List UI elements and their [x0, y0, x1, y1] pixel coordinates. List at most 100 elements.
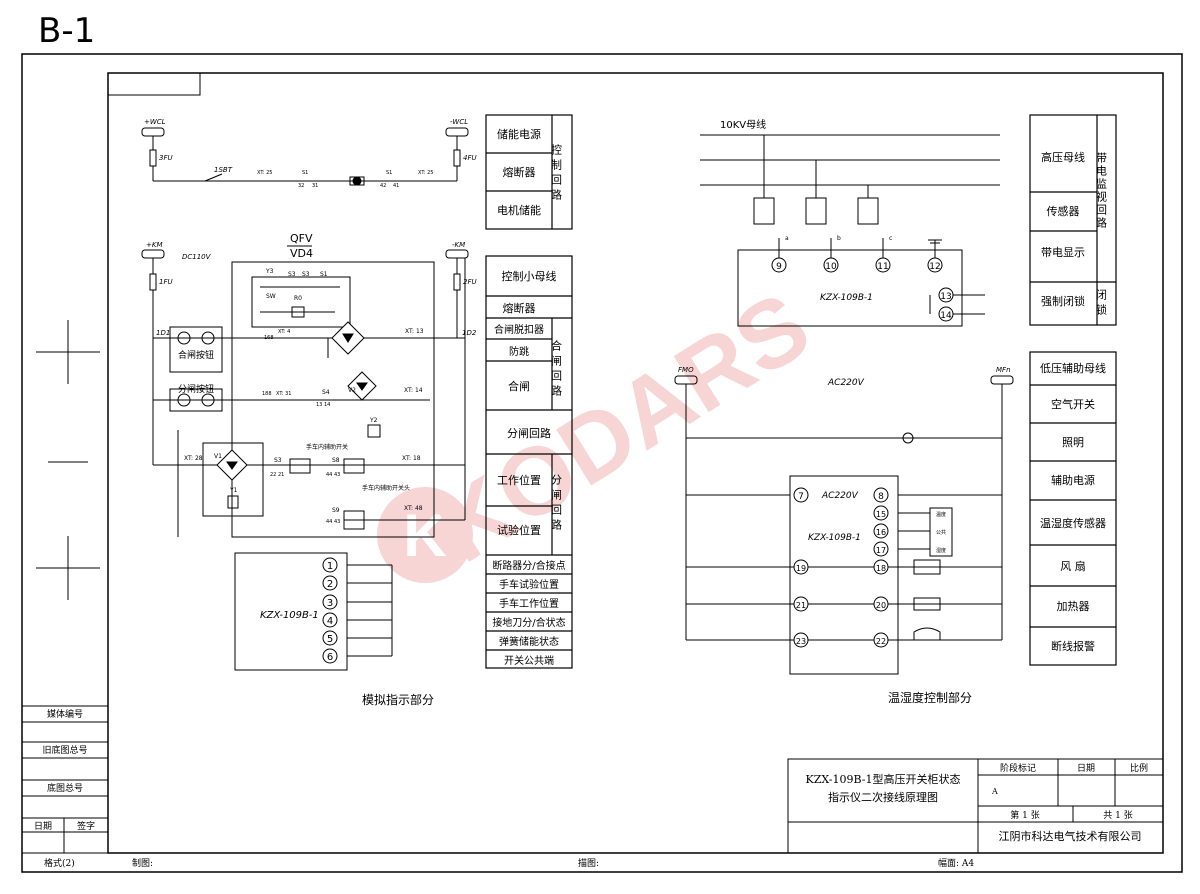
mt-fuse: 熔断器	[503, 301, 536, 315]
r0-label: R0	[294, 295, 302, 302]
terminal-2: 2	[327, 579, 333, 590]
scale-label: 比例	[1130, 762, 1148, 774]
aux-switch-label: 手车内辅助开关	[306, 443, 348, 451]
footer-format: 格式(2)	[44, 857, 75, 869]
mt-tail-1: 手车试验位置	[499, 578, 559, 591]
corner-box	[107, 72, 201, 96]
terminal-23: 23	[796, 637, 806, 646]
terminal-16: 16	[876, 528, 886, 537]
rt-row-1: 空气开关	[1051, 397, 1095, 411]
xt25-a-label: XT: 25	[257, 170, 272, 176]
qfv-label: QFV	[290, 232, 313, 245]
left-caption: 模拟指示部分	[362, 692, 434, 707]
title-line1: KZX-109B-1型高压开关柜状态	[805, 772, 960, 786]
top-terminals	[771, 257, 954, 322]
svg-text:KODARS: KODARS	[418, 272, 828, 583]
y3-label: Y3	[265, 268, 274, 275]
terminal-5: 5	[327, 634, 333, 645]
mt-g2-1: 防跳	[509, 345, 529, 358]
side-old-base: 旧底图总号	[42, 744, 87, 756]
n42-label: 42	[380, 183, 386, 189]
mt-g2-label: 合闸回路	[550, 339, 563, 400]
s3c-label: S3	[274, 457, 282, 464]
n44-43b-label: 44 43	[326, 519, 340, 525]
xt31-label: XT: 31	[276, 391, 291, 397]
mt-tail-3: 接地刀分/合状态	[492, 616, 565, 629]
rt-row-6: 加热器	[1057, 600, 1090, 613]
terminal-18: 18	[876, 564, 886, 573]
1d2-label: 1D2	[462, 329, 477, 337]
terminal-9: 9	[776, 262, 782, 272]
mt-tail-5: 开关公共端	[504, 654, 554, 667]
side-base: 底图总号	[47, 782, 83, 794]
ac-label: AC220V	[827, 378, 865, 388]
1d1-label: 1D1	[156, 329, 170, 337]
phase-c: c	[889, 235, 892, 242]
n31-label: 31	[312, 183, 318, 189]
y1-label: Y1	[229, 487, 238, 494]
title-line2: 指示仪二次接线原理图	[828, 790, 938, 804]
right-caption: 温湿度控制部分	[888, 690, 972, 705]
s3b-label: S3	[302, 271, 310, 278]
company-name: 江阴市科达电气技术有限公司	[999, 829, 1142, 843]
mt-g1-0: 储能电源	[497, 127, 541, 141]
temp-terminals	[793, 487, 889, 648]
mt-open: 分闸回路	[507, 427, 551, 440]
mt-tail-0: 断路器分/合接点	[492, 559, 565, 572]
mini-temp: 温度	[936, 511, 946, 518]
stage-value: A	[991, 787, 998, 796]
mt-g3-0: 工作位置	[497, 473, 541, 487]
wcl-neg-label: -WCL	[450, 118, 468, 126]
control-circuit	[141, 249, 469, 538]
terminal-21: 21	[796, 601, 806, 610]
terminal-1: 1	[327, 561, 333, 572]
s9-label: S9	[332, 507, 340, 514]
terminal-7: 7	[798, 492, 804, 502]
y2-label: Y2	[369, 417, 378, 424]
mt-tail-2: 手车工作位置	[499, 597, 559, 610]
terminal-8: 8	[878, 492, 884, 502]
n168-label: 168	[264, 335, 274, 341]
right-table-grid	[1029, 114, 1117, 666]
sheet-total: 共 1 张	[1103, 810, 1132, 821]
n188-label: 188	[262, 391, 272, 397]
side-media-no: 媒体编号	[47, 708, 83, 720]
terminal-10: 10	[825, 262, 837, 272]
xt14-label: XT: 14	[404, 387, 423, 394]
terminal-20: 20	[876, 601, 886, 610]
mt-g1-label: 控制回路	[550, 143, 563, 204]
fmo-label: FMO	[678, 366, 694, 374]
kzx-left-label: KZX-109B-1	[260, 610, 319, 621]
xt13-label: XT: 13	[405, 328, 424, 335]
footer-size: 幅面: A4	[938, 857, 974, 869]
terminal-6: 6	[327, 652, 333, 663]
weight-label: 日期	[1077, 763, 1095, 774]
s1b-label: S1	[386, 170, 392, 176]
mt-bus: 控制小母线	[502, 269, 557, 283]
n44-43-label: 44 43	[326, 472, 340, 478]
terminal-3: 3	[327, 598, 333, 609]
s8-label: S8	[332, 457, 340, 464]
side-sign: 签字	[77, 820, 95, 832]
mt-g1-1: 熔断器	[503, 165, 536, 179]
terminal-11: 11	[877, 262, 888, 272]
rt-row-0: 低压辅助母线	[1040, 361, 1106, 375]
mt-g3-label: 分闸回路	[550, 474, 563, 534]
xt28-label: XT: 28	[184, 455, 203, 462]
mt-g2-0: 合闸脱扣器	[494, 323, 544, 336]
storage-circuit	[141, 127, 469, 186]
phase-a: a	[785, 235, 789, 242]
svg-text:K: K	[403, 502, 446, 569]
bus-monitor-circuit	[700, 134, 1000, 327]
fuse-4fu-label: 4FU	[463, 154, 477, 162]
rt-top-2: 带电显示	[1041, 246, 1085, 259]
rt-row-7: 断线报警	[1051, 639, 1095, 653]
open-button-label: 分闸按钮	[178, 383, 214, 395]
km-neg-label: -KM	[452, 241, 465, 249]
ac-box-label: AC220V	[821, 491, 859, 501]
n41-label: 41	[393, 183, 399, 189]
sw-label: SW	[266, 293, 276, 300]
sheet-id: B-1	[38, 11, 95, 51]
terminal-4: 4	[327, 616, 333, 627]
